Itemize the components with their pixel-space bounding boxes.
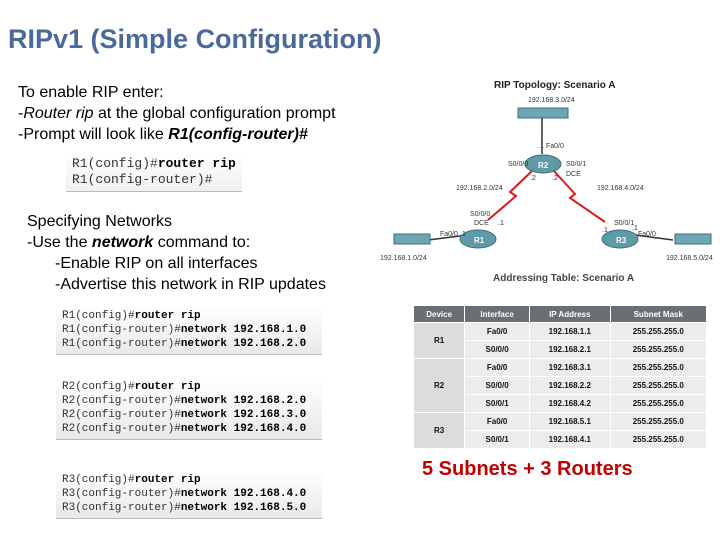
networks-line-3: -Enable RIP on all interfaces (55, 255, 258, 272)
slide-title: RIPv1 (Simple Configuration) (8, 24, 382, 54)
r1-s000-host: .1 (498, 220, 504, 227)
net-top-label: 192.168.3.0/24 (528, 97, 575, 104)
code-line: R2(config-router)#network 192.168.2.0 (62, 395, 307, 407)
router-r2-icon (524, 154, 562, 174)
col-subnet-mask: Subnet Mask (609, 305, 708, 323)
intro-prompt-example: R1(config-router)# (168, 126, 308, 143)
device-cell: R3 (412, 412, 466, 449)
col-interface: Interface (464, 305, 530, 323)
r2-fa-label: Fa0/0 (546, 143, 564, 150)
r2-s001-label: S0/0/1 (566, 161, 586, 168)
r2-s000-label: S0/0/0 (508, 161, 528, 168)
intro-text: To enable RIP enter: -Router rip at the … (18, 82, 336, 145)
code-line: R1(config-router)# (72, 172, 213, 187)
intro-line-2: -Router rip at the global configuration … (18, 103, 336, 124)
serial-link-r1r2 (487, 169, 534, 221)
intro-line-2-rest: at the global configuration prompt (93, 105, 336, 122)
r3-s001-host: .1 (602, 227, 608, 234)
table-row: S0/0/1 192.168.4.1 255.255.255.0 (414, 430, 708, 449)
router-r3-icon (601, 229, 639, 249)
table-row: S0/0/0 192.168.2.2 255.255.255.0 (414, 376, 708, 395)
networks-line-4: -Advertise this network in RIP updates (55, 276, 326, 293)
topology-title: RIP Topology: Scenario A (494, 80, 616, 91)
router-r1-icon (459, 229, 497, 249)
net-right-label: 192.168.5.0/24 (666, 255, 713, 262)
code-line: R3(config-router)#network 192.168.4.0 (62, 488, 307, 500)
networks-line-2: -Use the network command to: (27, 234, 251, 251)
code-line: R2(config-router)#network 192.168.4.0 (62, 423, 307, 435)
r2-dce-label: DCE (566, 171, 581, 178)
link-r3-switch (634, 234, 674, 241)
code-router-rip: R1(config)#router rip R1(config-router)# (66, 153, 242, 192)
device-cell: R2 (412, 358, 466, 413)
switch-left-icon (393, 233, 431, 245)
code-r3: R3(config)#router rip R3(config-router)#… (56, 470, 322, 519)
serial-link-r2r3 (552, 169, 606, 223)
table-header-row: Device Interface IP Address Subnet Mask (412, 305, 708, 323)
net-left-label: 192.168.1.0/24 (380, 255, 427, 262)
r3-fa-label: Fa0/0 (638, 231, 656, 238)
code-line: R1(config)#router rip (62, 310, 201, 322)
r2-s000-host: .2 (530, 175, 536, 182)
intro-line-1: To enable RIP enter: (18, 84, 164, 101)
code-line: R2(config)#router rip (62, 381, 201, 393)
code-r1: R1(config)#router rip R1(config-router)#… (56, 306, 322, 355)
code-r2: R2(config)#router rip R2(config-router)#… (56, 377, 322, 440)
switch-right-icon (674, 233, 712, 245)
networks-text: Specifying Networks -Use the network com… (27, 211, 326, 295)
device-cell: R1 (412, 322, 466, 359)
intro-line-3: -Prompt will look like R1(config-router)… (18, 124, 336, 145)
col-device: Device (412, 305, 466, 323)
r3-s001-label: S0/0/1 (614, 220, 634, 227)
r3-fa-host: .1 (632, 225, 638, 232)
code-line: R2(config-router)#network 192.168.3.0 (62, 409, 307, 421)
r1-fa-host: .1 (460, 231, 466, 238)
switch-top-icon (517, 107, 569, 119)
code-line: R1(config)#router rip (72, 156, 236, 171)
table-row: S0/0/0 192.168.2.1 255.255.255.0 (414, 340, 708, 359)
table-row: R1 Fa0/0 192.168.1.1 255.255.255.0 (412, 322, 708, 359)
table-row: S0/0/1 192.168.4.2 255.255.255.0 (414, 394, 708, 413)
network-keyword: network (91, 234, 154, 251)
table-row: R3 Fa0/0 192.168.5.1 255.255.255.0 (412, 412, 708, 449)
code-line: R3(config)#router rip (62, 474, 201, 486)
code-line: R3(config-router)#network 192.168.5.0 (62, 502, 307, 514)
rip-topology-diagram: RIP Topology: Scenario A 192.168.3.0/24 … (380, 80, 713, 262)
router-r3-label: R3 (616, 236, 627, 245)
router-r1-label: R1 (474, 236, 485, 245)
r1-fa-label: Fa0/0 (440, 231, 458, 238)
net-r2r3-label: 192.168.4.0/24 (597, 185, 644, 192)
r1-dce-label: DCE (474, 220, 489, 227)
summary-caption: 5 Subnets + 3 Routers (422, 458, 633, 480)
intro-router-rip: Router rip (23, 105, 94, 122)
r1-s000-label: S0/0/0 (470, 211, 490, 218)
table-row: R2 Fa0/0 192.168.3.1 255.255.255.0 (412, 358, 708, 413)
router-r2-label: R2 (538, 161, 549, 170)
col-ip-address: IP Address (528, 305, 611, 323)
intro-line-3-prefix: -Prompt will look like (18, 126, 169, 143)
net-r1r2-label: 192.168.2.0/24 (456, 185, 503, 192)
code-line: R1(config-router)#network 192.168.1.0 (62, 324, 307, 336)
addressing-table-title: Addressing Table: Scenario A (493, 273, 635, 284)
r2-s001-host: .2 (552, 175, 558, 182)
code-line: R1(config-router)#network 192.168.2.0 (62, 338, 307, 350)
intro-line-2-prefix: - (18, 105, 24, 122)
networks-line-1: Specifying Networks (27, 213, 172, 230)
addressing-table: Device Interface IP Address Subnet Mask … (412, 305, 708, 449)
r2-fa-host: .1 (538, 143, 544, 150)
